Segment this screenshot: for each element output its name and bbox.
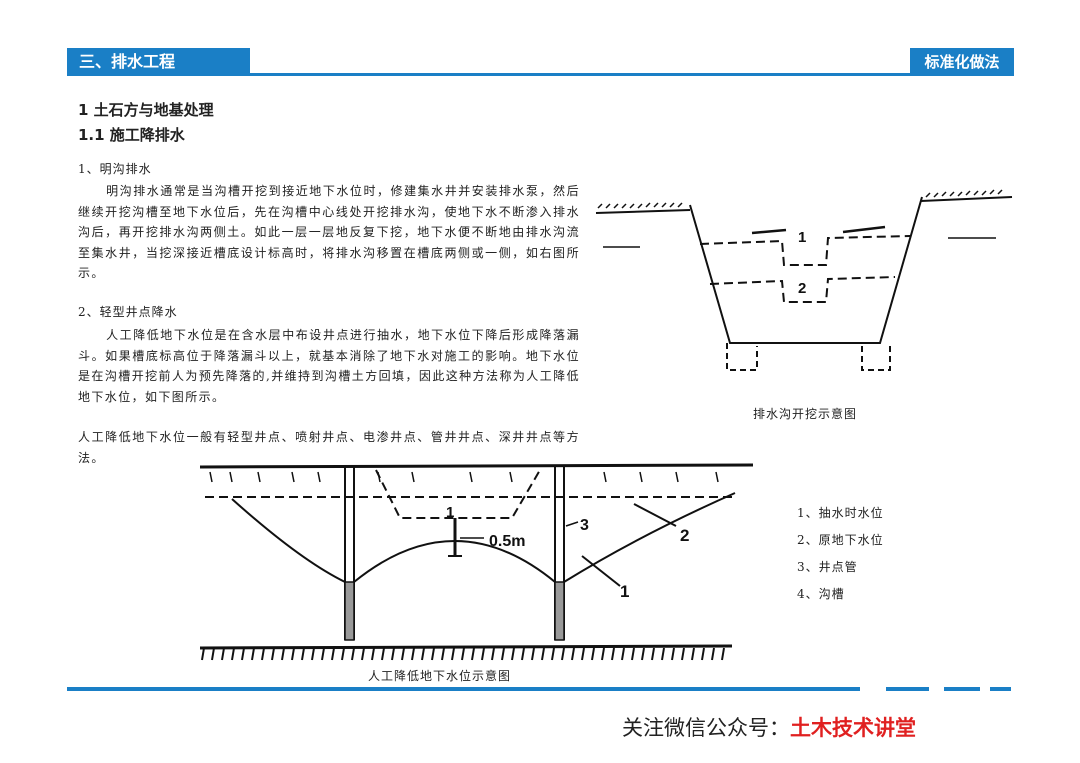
legend-item: 2、原地下水位	[797, 533, 884, 547]
dewater-label-e: 1	[620, 582, 629, 601]
open-ditch-text: 明沟排水通常是当沟槽开挖到接近地下水位时，修建集水井并安装排水泵，然后继续开挖沟…	[78, 184, 580, 280]
header-rule	[250, 73, 910, 76]
ditch-figure	[595, 189, 1013, 371]
well-point-methods: 人工降低地下水位一般有轻型井点、喷射井点、电渗井点、管井井点、深井井点等方法。	[78, 430, 580, 465]
header-tag: 标准化做法	[910, 48, 1014, 76]
well-point-text: 人工降低地下水位是在含水层中布设井点进行抽水，地下水位下降后形成降落漏斗。如果槽…	[78, 328, 580, 404]
legend-item: 4、沟槽	[797, 587, 845, 601]
heading-level-1: 1 土石方与地基处理	[78, 101, 214, 119]
section-title: 三、排水工程	[67, 48, 250, 76]
well-point-paragraph: 人工降低地下水位是在含水层中布设井点进行抽水，地下水位下降后形成降落漏斗。如果槽…	[78, 325, 580, 407]
follow-text: 关注微信公众号：	[622, 716, 790, 740]
dewater-label-d: 2	[680, 526, 689, 545]
heading-level-2: 1.1 施工降排水	[78, 126, 185, 144]
legend-item: 1、抽水时水位	[797, 506, 884, 520]
figure-legend: 1、抽水时水位 2、原地下水位 3、井点管 4、沟槽	[797, 500, 884, 608]
footer-dash	[944, 687, 980, 691]
dewater-label-c: 3	[580, 517, 589, 534]
ditch-caption: 排水沟开挖示意图	[753, 407, 858, 421]
follow-note: 关注微信公众号：土木技术讲堂	[622, 712, 916, 742]
dewater-label-a: 1	[446, 504, 454, 521]
dewater-label-b: 0.5m	[489, 533, 525, 550]
footer-dash	[886, 687, 929, 691]
footer-dash	[990, 687, 1011, 691]
dewater-figure	[199, 463, 754, 661]
footer-rule	[67, 687, 860, 691]
legend-item: 3、井点管	[797, 560, 858, 574]
ditch-label-1: 1	[798, 229, 806, 246]
open-ditch-title: 1、明沟排水	[78, 162, 152, 176]
dewater-caption: 人工降低地下水位示意图	[368, 669, 512, 683]
brand-name: 土木技术讲堂	[790, 715, 916, 740]
ditch-label-2: 2	[798, 280, 806, 297]
open-ditch-paragraph: 明沟排水通常是当沟槽开挖到接近地下水位时，修建集水井并安装排水泵，然后继续开挖沟…	[78, 181, 580, 284]
well-point-title: 2、轻型井点降水	[78, 305, 178, 319]
